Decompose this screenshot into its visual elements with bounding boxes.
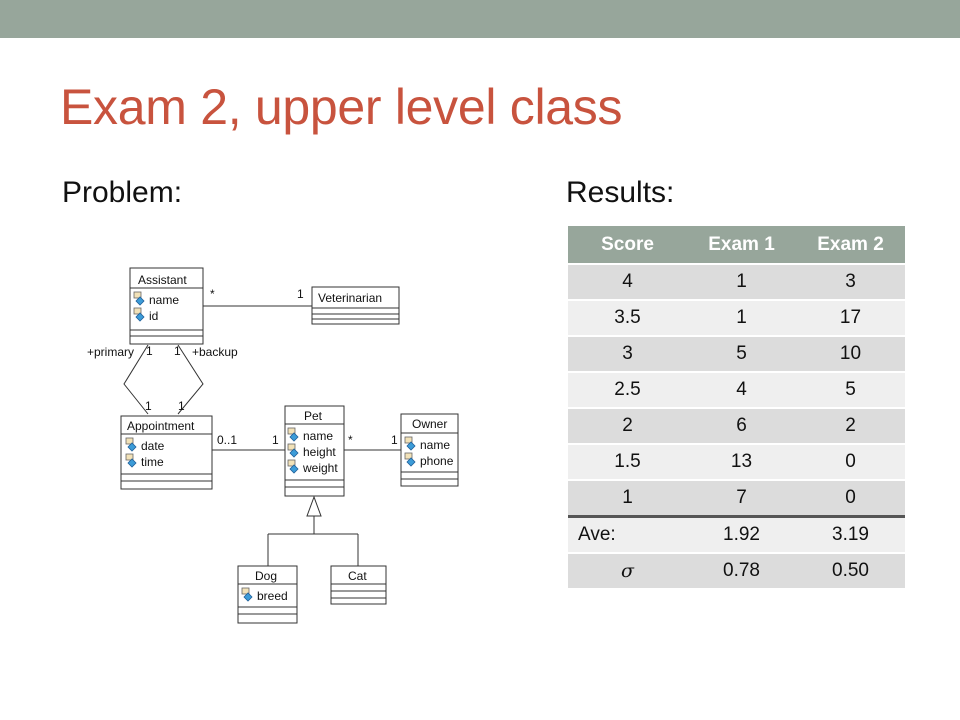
cell-exam-1: 5 — [687, 335, 796, 372]
table-row: 3.5 1 17 — [568, 299, 905, 336]
class-assistant: Assistant name id — [129, 267, 204, 345]
class-name-owner: Owner — [412, 417, 447, 431]
attr-height: height — [303, 445, 336, 459]
cell-exam-1: 7 — [687, 479, 796, 517]
class-cat: Cat — [330, 565, 387, 605]
class-owner: Owner name phone — [400, 413, 459, 487]
class-name-cat: Cat — [348, 569, 367, 583]
cell-score: 3 — [568, 335, 687, 372]
multiplicity-label: * — [348, 433, 353, 447]
cell-exam-2: 17 — [796, 299, 905, 336]
average-row: Ave: 1.92 3.19 — [568, 515, 905, 553]
cell-exam-1: 1 — [687, 263, 796, 300]
class-name-veterinarian: Veterinarian — [318, 291, 382, 305]
column-header-score: Score — [568, 226, 687, 264]
multiplicity-label: 0..1 — [217, 433, 237, 447]
top-accent-bar — [0, 0, 960, 38]
class-name-appointment: Appointment — [127, 419, 195, 433]
std-dev-row: σ 0.78 0.50 — [568, 552, 905, 588]
table-header-row: Score Exam 1 Exam 2 — [568, 226, 905, 264]
cell-score: 3.5 — [568, 299, 687, 336]
problem-heading: Problem: — [62, 176, 183, 209]
multiplicity-label: 1 — [145, 399, 152, 413]
column-header-exam-2: Exam 2 — [796, 226, 905, 264]
attr-phone: phone — [420, 454, 454, 468]
table-row: 2.5 4 5 — [568, 371, 905, 408]
results-heading: Results: — [566, 176, 675, 209]
cell-exam-2: 3 — [796, 263, 905, 300]
table-row: 2 6 2 — [568, 407, 905, 444]
slide-title: Exam 2, upper level class — [60, 79, 623, 135]
multiplicity-label: 1 — [391, 433, 398, 447]
assoc-primary — [123, 344, 149, 415]
class-veterinarian: Veterinarian — [311, 286, 400, 325]
results-table: Score Exam 1 Exam 2 4 1 3 3.5 1 17 3 5 1… — [568, 226, 905, 588]
cell-exam-1: 1 — [687, 299, 796, 336]
column-header-exam-1: Exam 1 — [687, 226, 796, 264]
attr-breed: breed — [257, 589, 288, 603]
cell-exam-1: 6 — [687, 407, 796, 444]
multiplicity-label: 1 — [146, 344, 153, 358]
cell-exam-2: 5 — [796, 371, 905, 408]
class-name-dog: Dog — [255, 569, 277, 583]
sigma-symbol: σ — [621, 559, 634, 582]
cell-exam-1: 13 — [687, 443, 796, 480]
multiplicity-label: 1 — [174, 344, 181, 358]
cell-score: 2.5 — [568, 371, 687, 408]
table-row: 1.5 13 0 — [568, 443, 905, 480]
std-dev-exam-2: 0.50 — [796, 552, 905, 588]
cell-exam-2: 2 — [796, 407, 905, 444]
cell-score: 1 — [568, 479, 687, 517]
table-row: 3 5 10 — [568, 335, 905, 372]
cell-exam-2: 0 — [796, 443, 905, 480]
class-dog: Dog breed — [237, 565, 298, 624]
class-appointment: Appointment date time — [120, 415, 213, 490]
attr-name: name — [303, 429, 333, 443]
cell-score: 4 — [568, 263, 687, 300]
generalization-arrow-icon — [306, 495, 322, 517]
average-label: Ave: — [568, 515, 687, 553]
attr-time: time — [141, 455, 164, 469]
multiplicity-label: * — [210, 287, 215, 301]
multiplicity-label: 1 — [297, 287, 304, 301]
class-name-pet: Pet — [304, 409, 323, 423]
std-dev-exam-1: 0.78 — [687, 552, 796, 588]
attr-name: name — [149, 293, 179, 307]
table-row: 1 7 0 — [568, 479, 905, 517]
average-exam-1: 1.92 — [687, 515, 796, 553]
attr-weight: weight — [302, 461, 338, 475]
class-pet: Pet name height weight — [284, 405, 345, 497]
attr-date: date — [141, 439, 165, 453]
class-name-assistant: Assistant — [138, 273, 187, 287]
uml-class-diagram: Assistant name id Veterinarian Appointme… — [87, 267, 459, 624]
average-exam-2: 3.19 — [796, 515, 905, 553]
multiplicity-label: 1 — [178, 399, 185, 413]
assoc-backup — [177, 344, 204, 415]
cell-score: 2 — [568, 407, 687, 444]
cell-exam-1: 4 — [687, 371, 796, 408]
cell-exam-2: 0 — [796, 479, 905, 517]
role-label-backup: +backup — [192, 345, 238, 359]
cell-score: 1.5 — [568, 443, 687, 480]
multiplicity-label: 1 — [272, 433, 279, 447]
table-row: 4 1 3 — [568, 263, 905, 300]
attr-name: name — [420, 438, 450, 452]
std-dev-label-cell: σ — [568, 552, 687, 588]
cell-exam-2: 10 — [796, 335, 905, 372]
attr-id: id — [149, 309, 158, 323]
role-label-primary: +primary — [87, 345, 134, 359]
